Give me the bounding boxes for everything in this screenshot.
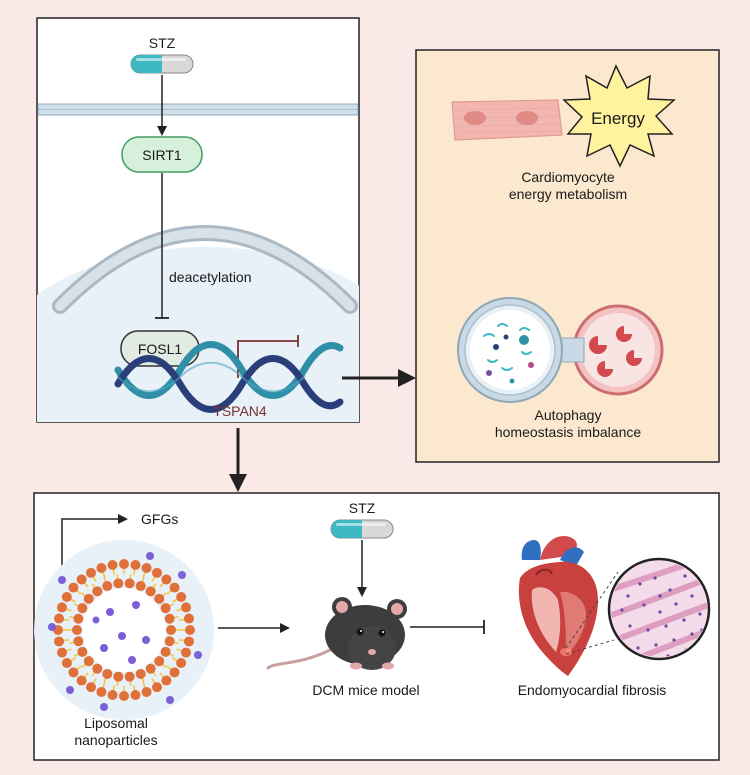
- autophagy-caption-line1: Autophagy: [535, 407, 602, 423]
- sirt1-box: [121, 136, 203, 173]
- mouse-icon: [266, 597, 407, 670]
- fosl1-label: FOSL1: [138, 341, 183, 357]
- mice-caption: DCM mice model: [312, 682, 419, 698]
- stz-bottom-label: STZ: [349, 500, 376, 516]
- energy-star: [562, 64, 676, 168]
- stz-capsule-bottom: [330, 519, 394, 539]
- autophagy-caption-line2: homeostasis imbalance: [495, 424, 642, 440]
- stz-capsule-top: [130, 54, 194, 74]
- gfgs-label: GFGs: [141, 511, 178, 527]
- gfgs-release-arrow: [61, 514, 128, 574]
- sirt1-label: SIRT1: [142, 147, 182, 163]
- autophagy-icon: [457, 297, 664, 403]
- deacetylation-label: deacetylation: [169, 269, 252, 285]
- nucleus-area: [37, 247, 359, 422]
- cardiomyocyte-icon: [451, 99, 563, 141]
- energy-caption-line1: Cardiomyocyte: [521, 169, 615, 185]
- liposome-caption-line1: Liposomal: [84, 715, 148, 731]
- dna-helix: [114, 341, 344, 413]
- heart-icon: [518, 536, 598, 676]
- tspan4-label: TSPAN4: [213, 403, 267, 419]
- liposome-caption-line2: nanoparticles: [74, 732, 157, 748]
- stz-top-label: STZ: [149, 35, 176, 51]
- energy-label: Energy: [591, 109, 645, 128]
- liposome-icon: [34, 540, 214, 720]
- fibrosis-caption: Endomyocardial fibrosis: [518, 682, 667, 698]
- energy-caption-line2: energy metabolism: [509, 186, 627, 202]
- zoom-line-bottom: [565, 639, 615, 655]
